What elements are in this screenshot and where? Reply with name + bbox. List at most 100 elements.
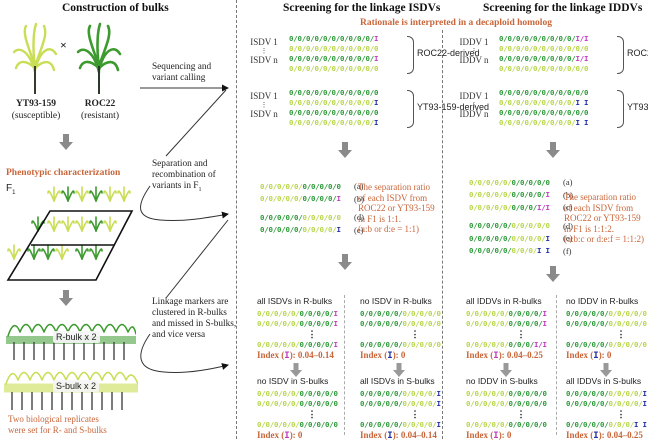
reference-allele: 0/ [289,88,298,97]
reference-allele: 0/ [428,420,437,429]
reference-allele: 0/ [508,398,518,408]
reference-allele: 0/ [528,190,538,199]
reference-allele: 0/ [574,309,584,318]
reference-allele: 0/ [466,398,475,408]
reference-allele: 0/ [340,34,349,43]
reference-allele: 0/ [348,63,358,73]
reference-allele: 0/ [525,398,535,408]
reference-allele: 0/ [265,309,275,318]
reference-allele: 0/ [583,318,592,328]
ratio-line: in F1 is 1:1:2. [564,223,615,234]
yt93-variant-allele: I [336,225,341,234]
genotype-row: 0/0/0/0/0/0/0/0/0/0/0 [289,88,378,98]
reference-allele: 0/ [503,233,512,243]
index-range: ): 0 [289,429,303,440]
reference-allele: 0/ [299,340,309,349]
reference-allele: 0/ [516,117,525,127]
genotype-row: 0/0/0/0/0/0/0/0/0/0 [566,319,648,329]
index-value: Index (I): 0.04–0.14 [257,350,367,361]
reference-allele: 0/ [365,63,375,73]
reference-allele: 0/ [483,389,492,398]
reference-allele: 0/ [325,389,334,398]
reference-allele: 0/ [469,246,478,255]
reference-allele: 0/ [340,43,349,53]
reference-allele: 0 [374,63,379,73]
reference-allele: 0/ [608,389,618,398]
parent2-trait: (resistant) [81,111,119,121]
reference-allele: 0/ [524,88,534,97]
reference-allele: 0/ [486,246,495,255]
reference-allele: 0/ [357,43,366,53]
reference-allele: 0/ [348,54,358,63]
reference-allele: 0/ [306,117,315,127]
reference-allele: 0/ [574,389,584,398]
variant-label-ellipsis: ⋮ [470,101,478,109]
reference-allele: 0/ [357,108,366,117]
reference-allele: 0 [336,212,341,222]
reference-allele: 0 [584,63,589,73]
reference-allele: 0/ [289,117,298,127]
reference-allele: 0/ [294,194,303,203]
reference-allele: 0/ [524,54,534,63]
reference-allele: 0/ [289,34,298,43]
reference-allele: 0/ [289,108,298,117]
reference-allele: 0/ [428,309,437,318]
yt93-variant-allele: I [545,233,550,243]
reference-allele: 0/ [507,117,517,127]
result-title: all ISDVs in R-bulks [257,296,333,306]
reference-allele: 0/ [331,108,341,117]
reference-allele: 0/ [385,398,395,408]
reference-allele: 0/ [328,194,337,203]
reference-allele: 0/ [289,63,298,73]
genotype-row: 0/0/0/0/0/0/0/0/0/0/0 [289,64,378,74]
reference-allele: 0/ [328,181,337,191]
yt93-variant-allele: I [374,97,379,107]
reference-allele: 0/ [365,34,375,43]
reference-allele: 0/ [591,398,601,408]
result-title: no ISDV in R-bulks [360,296,432,306]
reference-allele: 0/ [477,233,487,243]
reference-allele: 0 [584,43,589,53]
reference-allele: 0/ [314,97,324,107]
reference-allele: 0/ [297,97,307,107]
reference-allele: 0/ [294,212,303,222]
reference-allele: 0/ [325,340,334,349]
reference-allele: 0 [542,389,547,398]
reference-allele: 0/ [340,97,349,107]
reference-allele: 0/ [491,398,501,408]
genotype-row: 0/0/0/0/0/0/0/0/0/0 [257,389,367,399]
reference-allele: 0/ [517,389,526,398]
reference-allele: 0/ [340,88,349,97]
reference-allele: 0/ [368,420,378,429]
index-value: Index (I): 0 [257,430,367,441]
iddv-down-arrow-2 [546,266,560,282]
reference-allele: 0 [436,309,441,318]
index-bar-icon: I [493,350,499,361]
reference-allele: 0/ [499,97,508,107]
reference-allele: 0/ [308,420,317,429]
reference-allele: 0/ [524,63,534,73]
reference-allele: 0/ [508,340,518,349]
reference-allele: 0/ [483,318,492,328]
reference-allele: 0/ [282,340,292,349]
reference-allele: 0/ [520,202,529,212]
reference-allele: 0/ [625,309,635,318]
reference-allele: 0/ [419,389,429,398]
index-value: Index (I): 0 [566,350,648,361]
reference-allele: 0/ [348,108,358,117]
reference-allele: 0/ [474,420,484,429]
reference-allele: 0/ [494,233,504,243]
reference-allele: 0/ [507,34,517,43]
index-bar-icon: I [593,430,599,441]
reference-allele: 0/ [600,318,609,328]
reference-allele: 0/ [634,309,643,318]
index-bar-icon: I [387,430,393,441]
index-label: Index ( [566,349,594,360]
divider-iddv-results [556,295,557,435]
genotype-row: 0/0/0/0/0/0/0/0/0/0/0 [289,44,378,54]
result-title: all ISDVs in S-bulks [360,376,435,386]
isdv-down-arrow-1 [338,142,352,158]
reference-allele: 0/ [257,309,266,318]
reference-allele: 0/ [357,34,366,43]
